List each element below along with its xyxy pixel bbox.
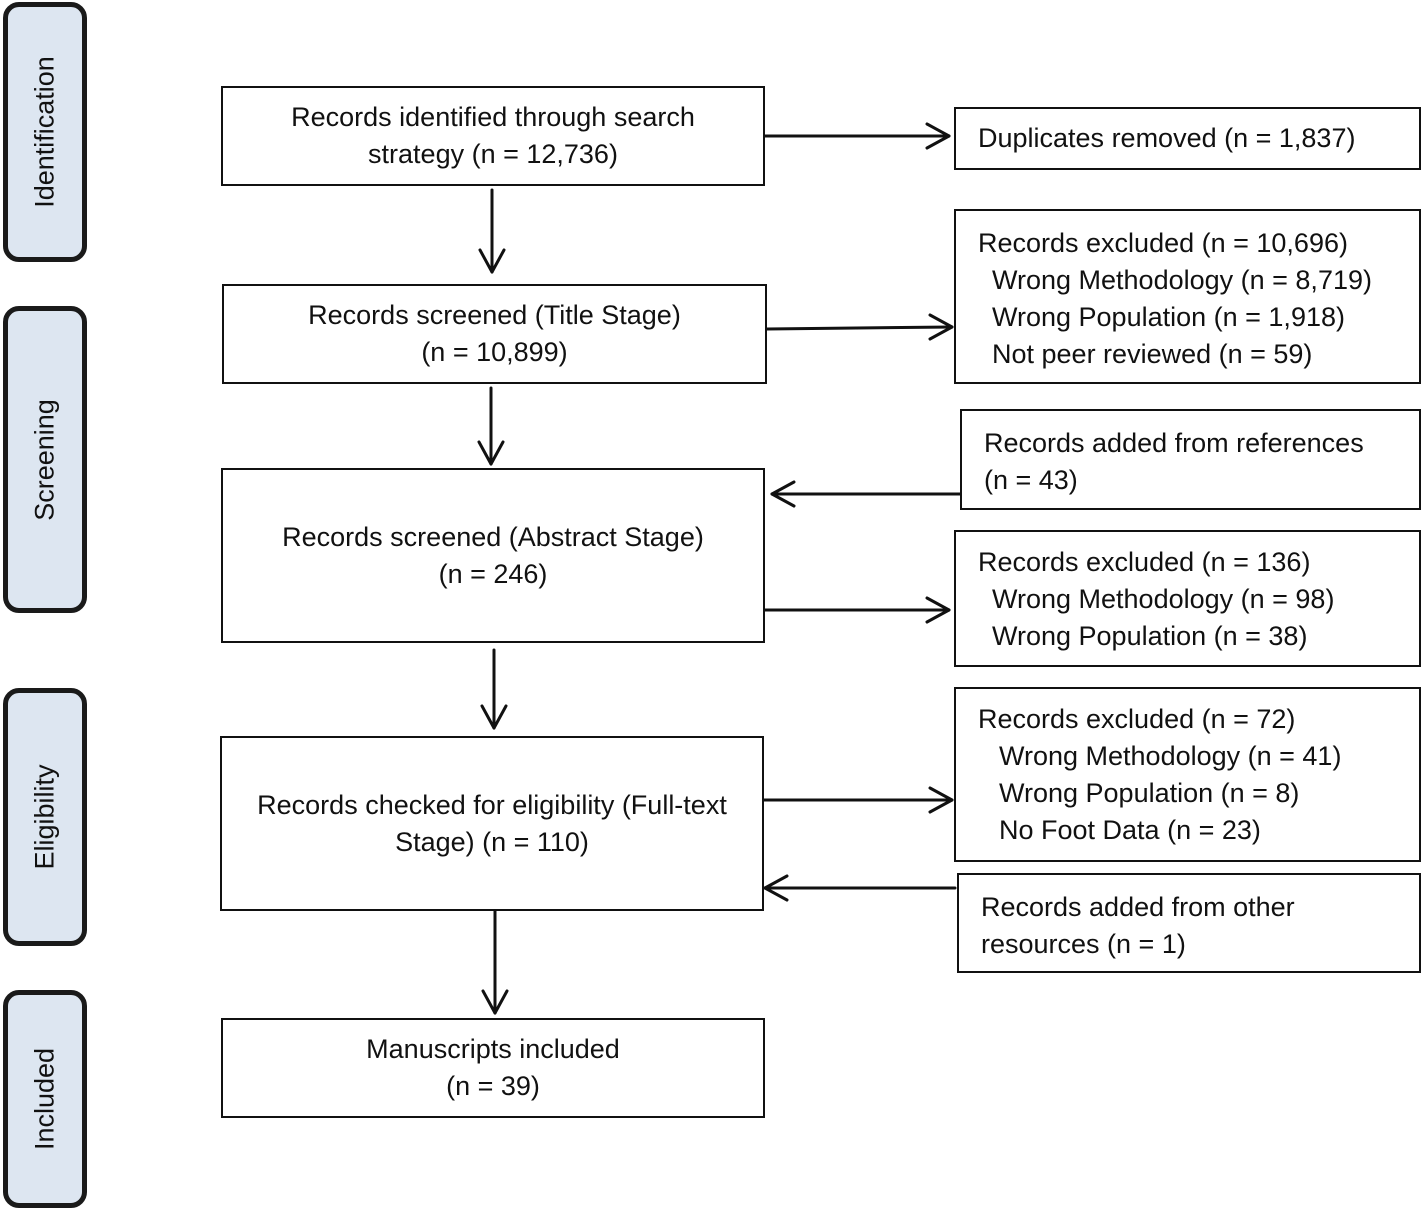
- box-text: Records screened (Title Stage): [308, 300, 681, 330]
- box-text: resources (n = 1): [981, 929, 1186, 959]
- arrow-to-excluded-title: [765, 313, 954, 341]
- box-text: Wrong Population (n = 38): [992, 621, 1308, 651]
- box-duplicates-removed: Duplicates removed (n = 1,837): [954, 107, 1421, 170]
- stage-screening: Screening: [3, 306, 87, 613]
- box-text: Wrong Population (n = 8): [999, 778, 1300, 808]
- box-text: Records excluded (n = 10,696): [978, 228, 1348, 258]
- arrow-to-duplicates: [763, 122, 951, 150]
- stage-eligibility: Eligibility: [3, 688, 87, 946]
- arrow-abstract-to-fulltext: [480, 648, 508, 730]
- arrow-from-added-references: [770, 480, 962, 508]
- arrow-from-added-other: [763, 874, 957, 902]
- box-text: (n = 43): [984, 465, 1078, 495]
- arrow-fulltext-to-included: [481, 909, 509, 1015]
- arrow-title-to-abstract: [477, 386, 505, 466]
- box-abstract-stage: Records screened (Abstract Stage) (n = 2…: [221, 468, 765, 643]
- box-text: Records identified through search: [291, 102, 695, 132]
- box-excluded-title: Records excluded (n = 10,696) Wrong Meth…: [954, 209, 1421, 384]
- box-text: Records checked for eligibility (Full-te…: [257, 789, 727, 820]
- box-manuscripts-included: Manuscripts included (n = 39): [221, 1018, 765, 1118]
- box-text: Wrong Methodology (n = 98): [992, 584, 1335, 614]
- box-added-other: Records added from other resources (n = …: [957, 873, 1421, 973]
- box-excluded-abstract: Records excluded (n = 136) Wrong Methodo…: [954, 530, 1421, 667]
- arrow-to-excluded-abstract: [763, 596, 951, 624]
- box-title-stage: Records screened (Title Stage) (n = 10,8…: [222, 284, 767, 384]
- box-text: strategy (n = 12,736): [368, 139, 618, 169]
- box-records-identified: Records identified through search strate…: [221, 86, 765, 186]
- arrow-to-excluded-fulltext: [762, 786, 954, 814]
- box-text: (n = 246): [438, 558, 548, 589]
- box-fulltext-stage: Records checked for eligibility (Full-te…: [220, 736, 764, 911]
- box-added-references: Records added from references (n = 43): [960, 409, 1421, 510]
- box-text: (n = 10,899): [421, 337, 568, 367]
- box-text: Manuscripts included: [366, 1034, 620, 1064]
- box-text: Wrong Methodology (n = 41): [999, 741, 1342, 771]
- box-text: No Foot Data (n = 23): [999, 815, 1261, 845]
- box-text: Records added from other: [981, 892, 1295, 922]
- box-text: Records excluded (n = 136): [978, 547, 1311, 577]
- arrow-identified-to-title: [478, 188, 506, 274]
- box-excluded-fulltext: Records excluded (n = 72) Wrong Methodol…: [954, 687, 1421, 862]
- box-text: Wrong Population (n = 1,918): [992, 302, 1345, 332]
- stage-identification: Identification: [3, 2, 87, 262]
- box-text: Records excluded (n = 72): [978, 704, 1296, 734]
- box-text: Records screened (Abstract Stage): [282, 521, 704, 552]
- box-text: Records added from references: [984, 428, 1364, 458]
- box-text: Not peer reviewed (n = 59): [992, 339, 1313, 369]
- box-text: Duplicates removed (n = 1,837): [978, 123, 1356, 153]
- stage-included: Included: [3, 990, 87, 1208]
- box-text: Wrong Methodology (n = 8,719): [992, 265, 1372, 295]
- box-text: (n = 39): [446, 1071, 540, 1101]
- box-text: Stage) (n = 110): [395, 826, 589, 857]
